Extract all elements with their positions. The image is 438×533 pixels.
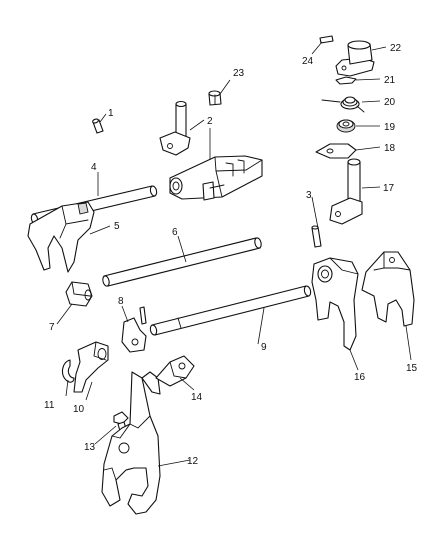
callout-6: 6 — [172, 227, 178, 238]
callout-7: 7 — [49, 322, 55, 333]
leader-18 — [355, 146, 381, 151]
part-19-bushing — [336, 119, 356, 133]
part-3-pin — [311, 225, 322, 248]
callout-3: 3 — [306, 190, 312, 201]
leader-11 — [65, 379, 69, 397]
leader-13 — [94, 425, 117, 445]
callout-5: 5 — [114, 221, 120, 232]
callout-1: 1 — [108, 108, 114, 119]
callout-13: 13 — [84, 442, 96, 453]
part-17-shaft-arm — [329, 158, 363, 225]
callout-10: 10 — [73, 404, 85, 415]
leader-22 — [371, 46, 387, 51]
leader-5 — [89, 225, 111, 235]
part-9-shift-rail — [149, 285, 312, 336]
part-7-shift-block — [65, 281, 93, 307]
callout-21: 21 — [384, 75, 396, 86]
part-2-shift-lever-assembly — [159, 100, 263, 201]
part-10-shift-lug — [73, 341, 109, 393]
part-6-shift-rail — [102, 237, 262, 287]
callout-20: 20 — [384, 97, 396, 108]
leader-2 — [189, 119, 205, 131]
leader-12 — [157, 459, 191, 467]
callout-24: 24 — [302, 56, 314, 67]
part-15-shift-fork — [361, 251, 415, 327]
leader-10 — [85, 381, 93, 401]
callout-11: 11 — [44, 400, 55, 411]
leader-1 — [99, 113, 107, 123]
leader-3 — [311, 196, 319, 229]
leader-lines — [56, 41, 412, 467]
callout-22: 22 — [390, 43, 402, 54]
part-22-cap — [335, 40, 375, 77]
part-8-bracket — [121, 306, 147, 353]
leader-17 — [361, 186, 381, 189]
part-23-sleeve — [208, 90, 222, 106]
leader-16 — [349, 349, 359, 371]
leader-7 — [56, 303, 73, 325]
part-20-spring — [321, 96, 365, 113]
callout-19: 19 — [384, 122, 396, 133]
part-1-roll-pin — [92, 118, 104, 134]
callout-14: 14 — [191, 392, 203, 403]
part-16-shift-fork — [311, 257, 359, 351]
part-12-shift-fork — [101, 371, 161, 515]
leader-23 — [219, 79, 231, 95]
part-24-pin — [319, 35, 334, 44]
leader-6 — [177, 235, 187, 263]
leader-24 — [311, 41, 323, 55]
leader-8 — [121, 305, 129, 323]
leader-14 — [179, 377, 195, 391]
leader-20 — [361, 100, 381, 103]
callout-18: 18 — [384, 143, 396, 154]
callout-16: 16 — [354, 372, 366, 383]
callout-9: 9 — [261, 342, 267, 353]
callout-15: 15 — [406, 363, 418, 374]
part-21-clip — [335, 76, 357, 85]
callout-labels: 1 2 3 4 5 6 7 8 9 10 11 12 13 14 15 16 1… — [44, 43, 418, 467]
leader-21 — [355, 78, 381, 81]
callout-17: 17 — [383, 183, 395, 194]
callout-2: 2 — [207, 116, 213, 127]
callout-23: 23 — [233, 68, 245, 79]
leader-15 — [405, 325, 412, 361]
leader-9 — [257, 307, 265, 345]
part-18-plate — [315, 143, 357, 159]
callout-12: 12 — [187, 456, 199, 467]
callout-4: 4 — [91, 162, 97, 173]
callout-8: 8 — [118, 296, 124, 307]
part-5-shift-fork — [27, 201, 95, 273]
part-14-shift-block — [155, 355, 195, 387]
part-11-snap-ring — [61, 359, 75, 383]
